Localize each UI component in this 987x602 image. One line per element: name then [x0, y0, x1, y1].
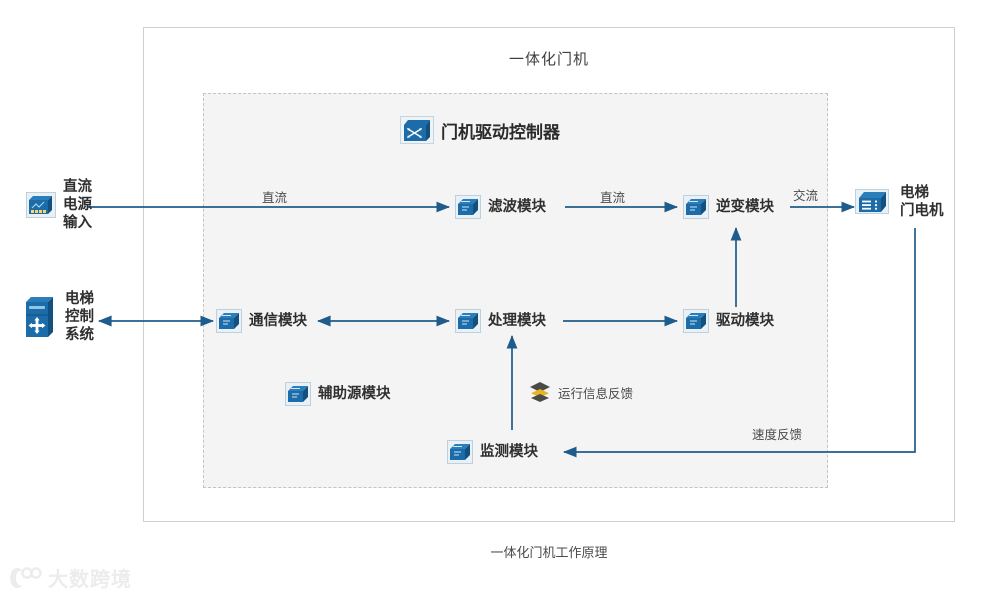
auxiliary-power-module-label: 辅助源模块 — [318, 385, 391, 402]
door-drive-controller-header: 门机驱动控制器 — [400, 116, 560, 144]
control-cabinet-icon — [22, 294, 58, 340]
inverter-module-label: 逆变模块 — [716, 198, 774, 215]
dc-power-input-label: 直流 电源 输入 — [63, 179, 92, 232]
module-monitoring[interactable]: 监测模块 — [447, 440, 538, 464]
module-box-icon — [285, 382, 311, 406]
module-box-icon — [683, 309, 709, 333]
module-filter[interactable]: 滤波模块 — [455, 195, 546, 219]
module-box-icon — [455, 309, 481, 333]
edge-label-inverter-to-motor: 交流 — [793, 189, 819, 203]
module-box-icon — [683, 195, 709, 219]
layers-stack-icon — [528, 380, 552, 404]
filter-module-label: 滤波模块 — [488, 198, 546, 215]
processing-module-label: 处理模块 — [488, 312, 546, 329]
watermark-text: 大数跨境 — [48, 569, 132, 591]
motor-rack-icon — [855, 187, 893, 217]
edge-label-filter-to-inverter: 直流 — [600, 191, 626, 205]
edge-label-speed-feedback: 速度反馈 — [752, 428, 803, 442]
drive-module-label: 驱动模块 — [716, 312, 774, 329]
module-communication[interactable]: 通信模块 — [216, 309, 307, 333]
elevator-door-motor-label: 电梯 门电机 — [900, 185, 944, 220]
run-info-feedback-label: 运行信息反馈 — [558, 386, 634, 401]
controller-label: 门机驱动控制器 — [441, 122, 560, 142]
module-box-icon — [455, 195, 481, 219]
communication-module-label: 通信模块 — [249, 312, 307, 329]
brand-logo-icon — [8, 565, 42, 591]
switch-3d-icon — [400, 116, 434, 144]
module-processing[interactable]: 处理模块 — [455, 309, 546, 333]
diagram-caption: 一体化门机工作原理 — [490, 545, 608, 560]
edge-label-dc-to-filter: 直流 — [262, 191, 288, 205]
external-node-elevator-door-motor[interactable]: 电梯 门电机 — [855, 184, 944, 220]
module-box-icon — [216, 309, 242, 333]
module-inverter[interactable]: 逆变模块 — [683, 195, 774, 219]
note-run-info-feedback: 运行信息反馈 — [528, 380, 633, 404]
module-box-icon — [447, 440, 473, 464]
power-supply-icon — [26, 192, 56, 219]
module-auxiliary-power[interactable]: 辅助源模块 — [285, 382, 391, 406]
module-drive[interactable]: 驱动模块 — [683, 309, 774, 333]
monitoring-module-label: 监测模块 — [480, 443, 538, 460]
watermark: 大数跨境 — [8, 563, 132, 592]
external-node-elevator-control-system[interactable]: 电梯 控制 系统 — [22, 290, 94, 344]
door-drive-controller-boundary — [203, 93, 828, 488]
diagram-title: 一体化门机 — [508, 51, 589, 68]
external-node-dc-power-input[interactable]: 直流 电源 输入 — [26, 178, 92, 232]
elevator-control-system-label: 电梯 控制 系统 — [65, 291, 94, 344]
